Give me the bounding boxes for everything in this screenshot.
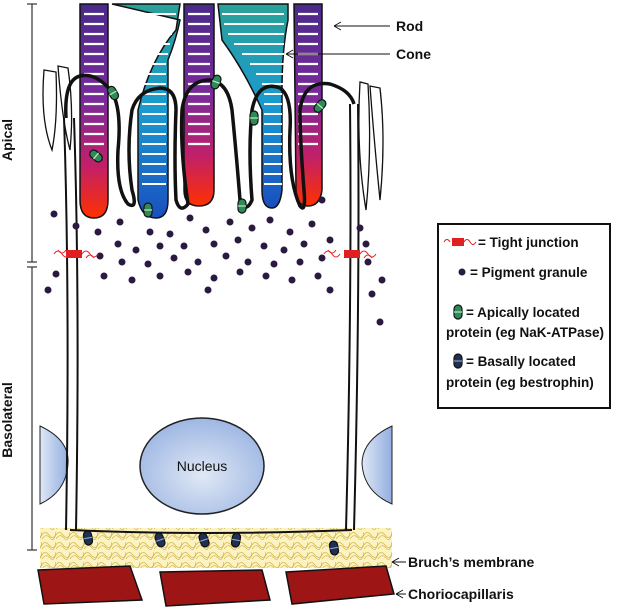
legend-basal-protein-line1: = Basally located: [466, 354, 576, 369]
bruchs-membrane-label: Bruch’s membrane: [408, 554, 535, 570]
basal-proteins: [82, 530, 340, 556]
choriocapillaris-label: Choriocapillaris: [408, 586, 514, 602]
apical-label: Apical: [0, 119, 15, 161]
nucleus-label: Nucleus: [177, 458, 228, 474]
choriocapillaris-pointer: [395, 589, 406, 599]
apical-bracket: [27, 3, 37, 263]
cone-right: [217, 3, 289, 209]
cell-membranes: [42, 65, 384, 534]
cone-pointer: [285, 49, 390, 59]
legend-box: [437, 223, 611, 409]
basolateral-label: Basolateral: [0, 382, 15, 457]
legend-basal-protein-line2: protein (eg bestrophin): [446, 375, 594, 390]
legend-tight-junction-symbol: [443, 238, 477, 246]
side-nucleus-right: [361, 425, 393, 505]
tight-junction-left: [53, 249, 99, 259]
rod-left: [79, 3, 109, 219]
bruchs-pointer: [391, 557, 406, 567]
legend-apical-protein-symbol: [453, 304, 463, 320]
legend-apical-protein-line1: = Apically located: [466, 305, 580, 320]
apical-proteins: [89, 74, 327, 218]
pigment-granules: [44, 196, 386, 326]
legend-apical-protein-line2: protein (eg NaK-ATPase): [446, 325, 604, 340]
legend-tight-junction: = Tight junction: [478, 235, 579, 250]
legend-basal-protein-symbol: [453, 353, 463, 369]
side-nucleus-left: [39, 425, 69, 505]
cone-label: Cone: [396, 46, 431, 62]
cone-left: [111, 3, 181, 219]
legend-pigment-symbol: [458, 268, 466, 276]
legend-pigment-granule: = Pigment granule: [470, 265, 588, 280]
bruchs-membrane: [40, 528, 392, 568]
basolateral-bracket: [27, 266, 37, 551]
tight-junction-right: [323, 249, 377, 259]
apical-membrane: [64, 73, 356, 210]
nucleus: [139, 417, 265, 515]
rod-label: Rod: [396, 18, 423, 34]
choriocapillaris: [37, 565, 395, 607]
legend: = Tight junction = Pigment granule = Api…: [437, 223, 611, 409]
rod-pointer: [333, 21, 390, 31]
rod-middle: [183, 3, 215, 207]
